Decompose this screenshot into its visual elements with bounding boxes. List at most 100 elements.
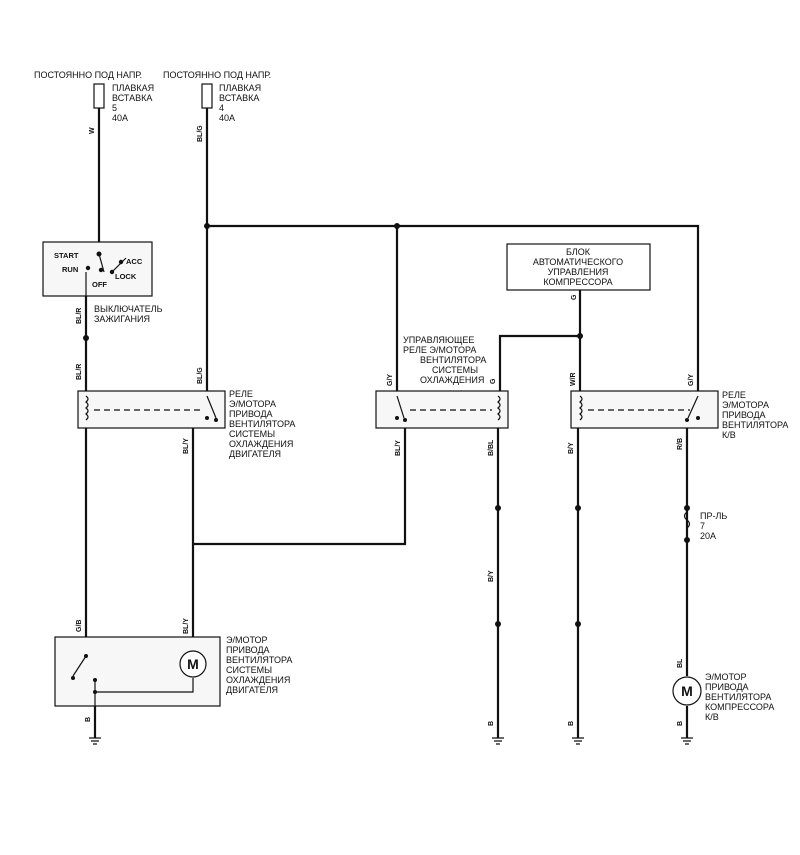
- fuse-icon: [683, 511, 691, 529]
- fuse-line-2: 7: [700, 521, 705, 531]
- fusible-link-4-line-2: ВСТАВКА: [219, 93, 259, 103]
- ac-fan-relay-box: [570, 390, 719, 429]
- junction-dot: [684, 505, 690, 511]
- relay-contact-icon: [206, 395, 217, 419]
- fusible-link-4-line-3: 4: [219, 103, 224, 113]
- wire-label: G/B: [76, 620, 83, 632]
- ac-control-unit-box: [506, 243, 651, 291]
- wire-label: B: [85, 717, 92, 722]
- fusible-link-5-line-4: 40A: [112, 113, 128, 123]
- control-relay-line-2: РЕЛЕ Э/МОТОРА: [403, 345, 476, 355]
- wire-label: BL/R: [76, 364, 83, 380]
- motor-switch-icon: [72, 655, 87, 677]
- engine-fan-motor-line-2: ПРИВОДА: [226, 645, 270, 655]
- junction-dot: [83, 335, 89, 341]
- ac-fan-motor-line-1: Э/МОТОР: [705, 672, 747, 682]
- junction-dot: [577, 333, 583, 339]
- ac-control-unit-line-4: КОМПРЕССОРА: [543, 277, 612, 287]
- wire-label: R/B: [677, 438, 684, 450]
- wires: [84, 108, 700, 738]
- control-relay-line-3: ВЕНТИЛЯТОРА: [420, 355, 486, 365]
- motor-symbol: M: [681, 683, 693, 699]
- ignition-switch-box: [42, 241, 153, 297]
- fusible-link-5-line-3: 5: [112, 103, 117, 113]
- fusible-link-4-line-1: ПЛАВКАЯ: [219, 83, 261, 93]
- fusible-link-4-symbol: [201, 83, 213, 109]
- wire-label: B/Y: [488, 570, 495, 582]
- engine-fan-relay-line-1: РЕЛЕ: [229, 389, 253, 399]
- ignition-pos-start: START: [54, 251, 79, 260]
- fusible-link-5-line-2: ВСТАВКА: [112, 93, 152, 103]
- junction-dot: [204, 223, 210, 229]
- motor-internal-wire: [95, 678, 194, 693]
- ac-fan-relay: РЕЛЕ Э/МОТОРА ПРИВОДА ВЕНТИЛЯТОРА К/В: [570, 390, 788, 440]
- wire-label: G/Y: [688, 374, 695, 386]
- wire-label: BL/R: [76, 308, 83, 324]
- engine-fan-motor-line-5: ОХЛАЖДЕНИЯ: [226, 675, 290, 685]
- ignition-contact: [98, 267, 104, 273]
- fusible-link-4-line-4: 40A: [219, 113, 235, 123]
- wire-bus: [207, 224, 700, 392]
- ignition-switch-label-1: ВЫКЛЮЧАТЕЛЬ: [94, 304, 163, 314]
- wire-label: W: [89, 127, 96, 134]
- relay-contact-icon: [396, 395, 405, 419]
- control-relay: УПРАВЛЯЮЩЕЕ РЕЛЕ Э/МОТОРА ВЕНТИЛЯТОРА СИ…: [375, 335, 509, 429]
- motor-symbol: M: [187, 656, 199, 672]
- engine-fan-motor-line-4: СИСТЕМЫ: [226, 665, 272, 675]
- supply-label-1: ПОСТОЯННО ПОД НАПР.: [34, 70, 142, 80]
- engine-fan-motor-line-3: ВЕНТИЛЯТОРА: [226, 655, 292, 665]
- engine-fan-relay-line-5: СИСТЕМЫ: [229, 429, 275, 439]
- control-relay-line-4: СИСТЕМЫ: [432, 365, 478, 375]
- junction-dot: [575, 621, 581, 627]
- junction-dots: [83, 223, 690, 627]
- ignition-contact: [118, 259, 124, 265]
- wire-label: BL/Y: [395, 440, 402, 456]
- relay-terminal: [685, 418, 689, 422]
- ignition-link: [111, 257, 127, 273]
- junction-dot: [394, 223, 400, 229]
- supply-label-2: ПОСТОЯННО ПОД НАПР.: [163, 70, 271, 80]
- ignition-pos-off: OFF: [92, 280, 107, 289]
- motor-switch-terminal: [71, 676, 75, 680]
- ignition-contact: [85, 265, 91, 271]
- wire-label: B: [677, 721, 684, 726]
- fusible-link-5-symbol: [93, 83, 105, 109]
- ignition-switch-label-2: ЗАЖИГАНИЯ: [94, 314, 150, 324]
- ignition-pos-acc: ACC: [126, 257, 143, 266]
- wire-label: G: [571, 294, 578, 300]
- relay-coil-icon: [497, 395, 501, 421]
- relay-terminal: [696, 416, 700, 420]
- engine-fan-motor-line-1: Э/МОТОР: [226, 635, 268, 645]
- fusible-link-5: ПЛАВКАЯ ВСТАВКА 5 40A: [93, 83, 154, 123]
- ac-control-unit: БЛОК АВТОМАТИЧЕСКОГО УПРАВЛЕНИЯ КОМПРЕСС…: [506, 243, 651, 291]
- wire-g-control: [498, 290, 582, 392]
- fuse-line-1: ПР-ЛЬ: [700, 511, 727, 521]
- ac-control-unit-line-3: УПРАВЛЕНИЯ: [548, 267, 609, 277]
- fuse-7: ПР-ЛЬ 7 20A: [683, 511, 727, 541]
- wire-label: BL/G: [197, 367, 204, 384]
- engine-fan-motor-line-6: ДВИГАТЕЛЯ: [226, 685, 278, 695]
- wire-label: B: [568, 721, 575, 726]
- relay-coil-icon: [579, 395, 583, 421]
- motor-junction: [93, 678, 97, 682]
- motor-icon: [672, 676, 702, 706]
- fuse-line-3: 20A: [700, 531, 716, 541]
- ac-fan-relay-line-5: К/В: [722, 430, 736, 440]
- engine-fan-relay-line-2: Э/МОТОРА: [229, 399, 276, 409]
- wire-label: W/R: [570, 372, 577, 386]
- relay-coil-icon: [85, 395, 89, 421]
- ignition-pos-lock: LOCK: [115, 272, 137, 281]
- ac-fan-motor-line-4: КОМПРЕССОРА: [705, 702, 774, 712]
- relay-contact-icon: [687, 395, 699, 419]
- engine-fan-motor: M Э/МОТОР ПРИВОДА ВЕНТИЛЯТОРА СИСТЕМЫ ОХ…: [54, 635, 292, 707]
- ac-fan-relay-line-2: Э/МОТОРА: [722, 400, 769, 410]
- ground-symbols: [89, 737, 693, 745]
- junction-dot: [684, 537, 690, 543]
- ignition-wiper: [98, 253, 105, 273]
- ignition-pos-run: RUN: [62, 265, 78, 274]
- ground-icon: [492, 737, 504, 745]
- ac-fan-motor-line-3: ВЕНТИЛЯТОРА: [705, 692, 771, 702]
- control-relay-line-1: УПРАВЛЯЮЩЕЕ: [403, 335, 474, 345]
- wire-label: BL: [677, 658, 684, 668]
